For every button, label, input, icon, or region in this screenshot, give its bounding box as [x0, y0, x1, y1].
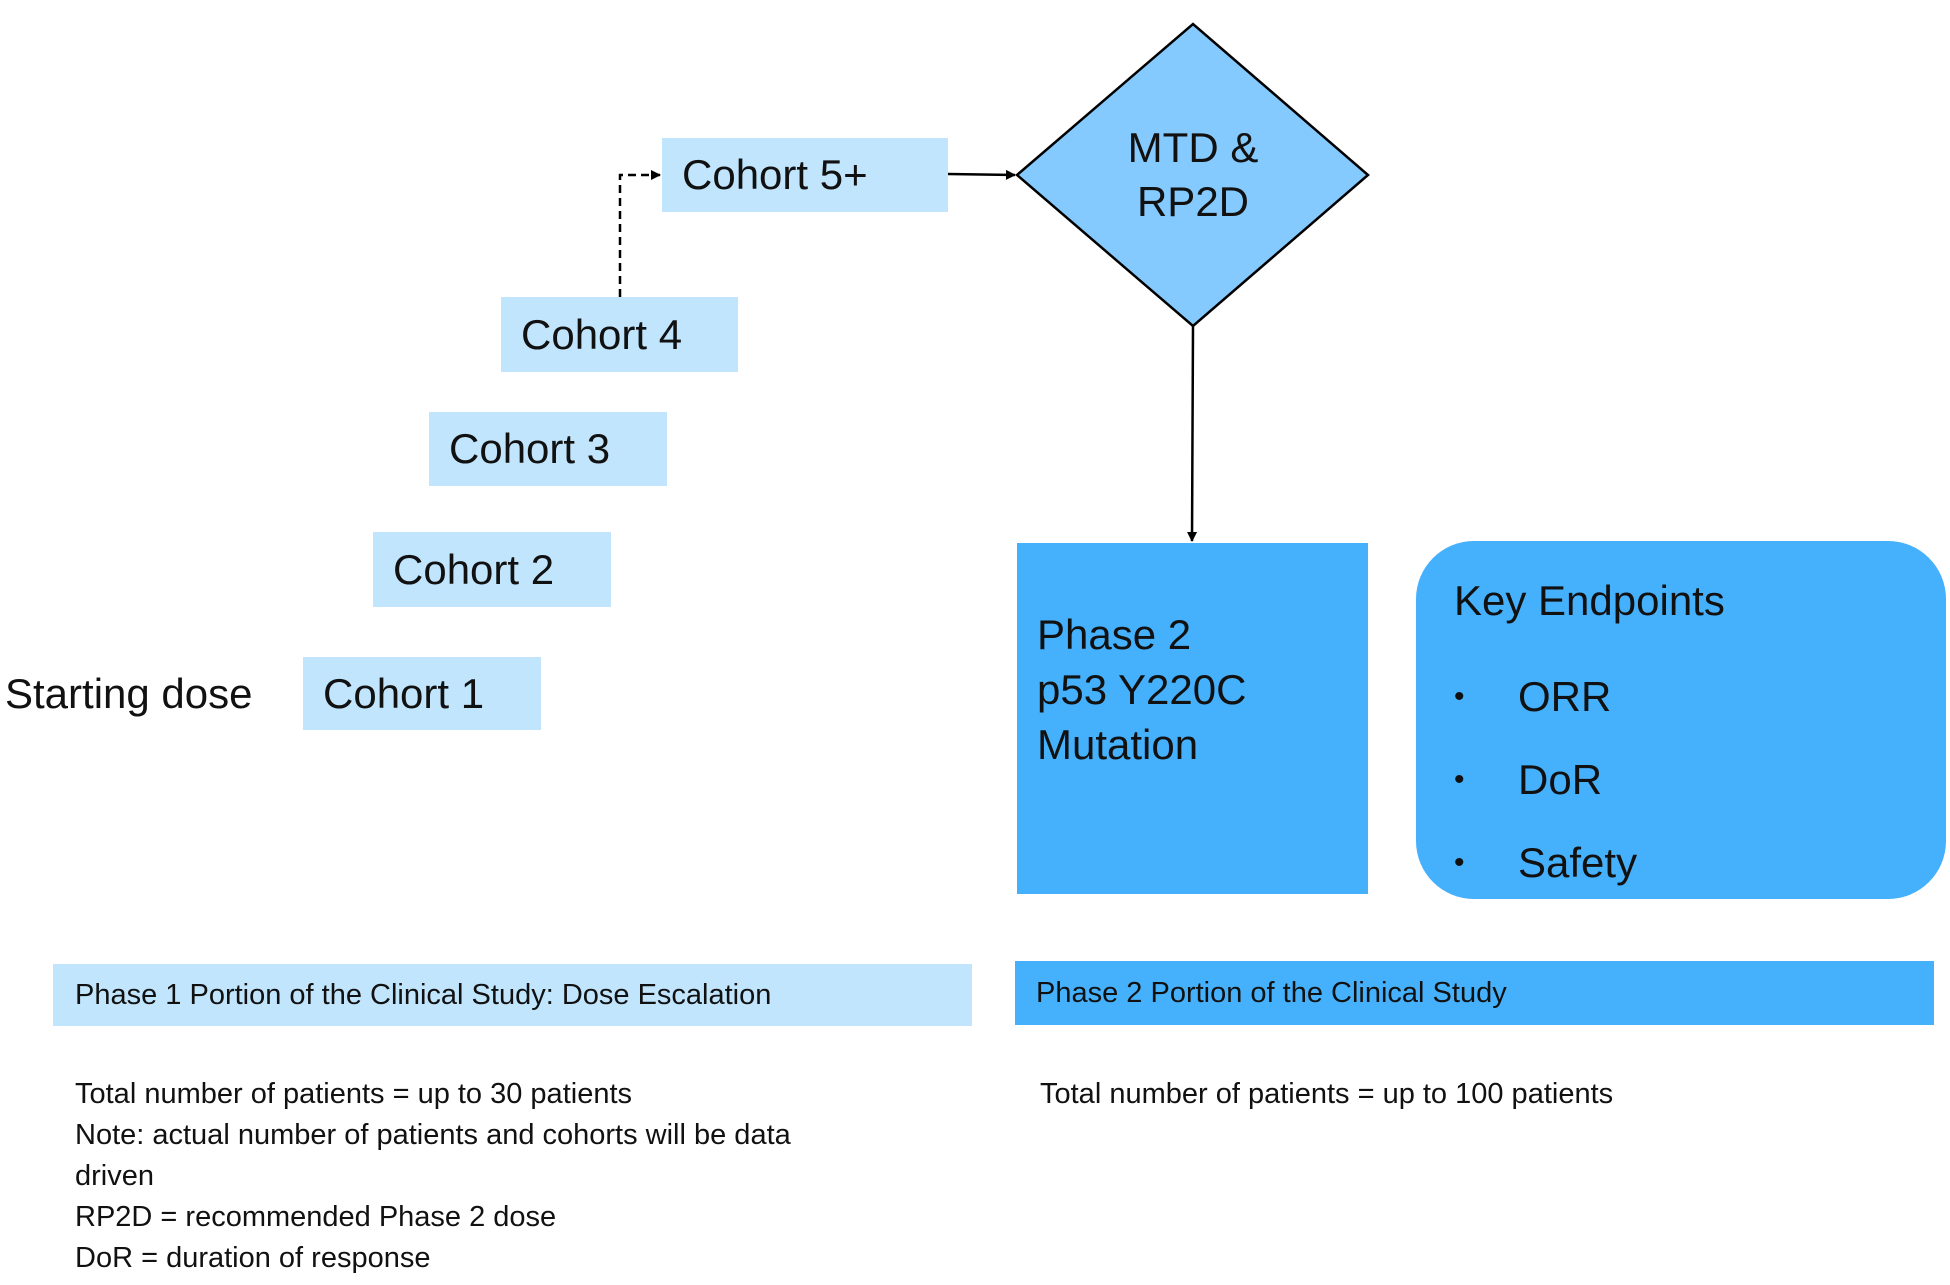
- note-line: Note: actual number of patients and coho…: [75, 1119, 791, 1151]
- cohort-5-plus-label: Cohort 5+: [682, 151, 868, 198]
- cohort-1-box: Cohort 1: [303, 657, 541, 730]
- phase2-line-1: Phase 2: [1037, 611, 1192, 658]
- bullet-icon: •: [1454, 679, 1465, 713]
- key-endpoints-title: Key Endpoints: [1454, 577, 1725, 624]
- decision-line-1: MTD &: [1127, 124, 1259, 171]
- phase2-line-3: Mutation: [1037, 721, 1199, 768]
- phase2-box: Phase 2 p53 Y220C Mutation: [1017, 543, 1368, 894]
- arrow-decision-to-phase2: [1187, 325, 1198, 542]
- phase1-section-label: Phase 1 Portion of the Clinical Study: D…: [75, 978, 772, 1011]
- dashed-arrow-cohort4-to-cohort5: [618, 170, 661, 297]
- endpoint-item: • Safety: [1454, 821, 1946, 904]
- bullet-icon: •: [1454, 762, 1465, 796]
- note-line: RP2D = recommended Phase 2 dose: [75, 1201, 557, 1233]
- decision-label: MTD & RP2D: [1093, 121, 1293, 229]
- endpoint-label: DoR: [1518, 755, 1603, 803]
- decision-line-2: RP2D: [1136, 178, 1250, 225]
- cohort-1-label: Cohort 1: [323, 669, 485, 717]
- arrow-cohort5-to-decision: [947, 169, 1016, 180]
- cohort-2-box: Cohort 2: [373, 532, 611, 607]
- phase2-line-2: p53 Y220C: [1037, 666, 1247, 713]
- cohort-3-label: Cohort 3: [449, 425, 611, 472]
- endpoint-label: ORR: [1518, 672, 1612, 720]
- decision-diamond: [1015, 22, 1370, 328]
- note-line: Total number of patients = up to 100 pat…: [1040, 1078, 1614, 1110]
- endpoint-item: • ORR: [1454, 655, 1946, 738]
- phase1-notes: Total number of patients = up to 30 pati…: [75, 1074, 791, 1279]
- endpoint-label: Safety: [1518, 838, 1638, 886]
- key-endpoints-box: Key Endpoints • ORR • DoR • Safety: [1416, 541, 1946, 899]
- note-line: Total number of patients = up to 30 pati…: [75, 1078, 633, 1110]
- cohort-4-label: Cohort 4: [521, 310, 683, 358]
- note-line: DoR = duration of response: [75, 1242, 431, 1274]
- bullet-icon: •: [1454, 845, 1465, 879]
- phase2-section-label: Phase 2 Portion of the Clinical Study: [1036, 976, 1507, 1009]
- endpoint-item: • DoR: [1454, 738, 1946, 821]
- cohort-4-box: Cohort 4: [501, 297, 738, 372]
- cohort-5-plus-box: Cohort 5+: [662, 138, 948, 212]
- note-line: driven: [75, 1160, 154, 1192]
- phase2-notes: Total number of patients = up to 100 pat…: [1040, 1074, 1613, 1115]
- phase2-section-bar: Phase 2 Portion of the Clinical Study: [1015, 961, 1934, 1025]
- phase1-section-bar: Phase 1 Portion of the Clinical Study: D…: [53, 964, 972, 1026]
- cohort-2-label: Cohort 2: [393, 545, 555, 593]
- starting-dose-label: Starting dose: [5, 670, 253, 717]
- cohort-3-box: Cohort 3: [429, 412, 667, 486]
